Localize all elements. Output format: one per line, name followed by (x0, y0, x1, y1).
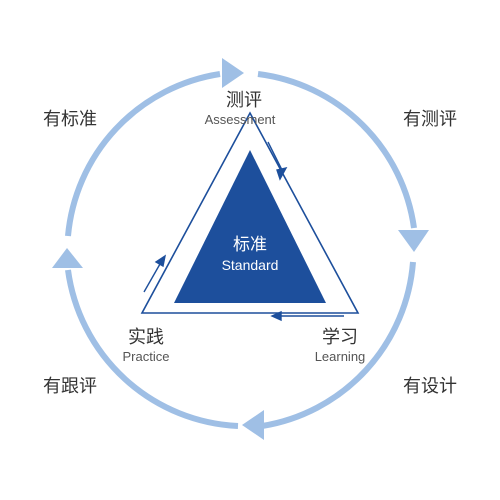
practice-label-en: Practice (123, 349, 170, 364)
cycle-arc-bottom-right (261, 261, 416, 429)
learning-label-cn: 学习 (322, 327, 358, 348)
cycle-label-top-left: 有标准 (43, 109, 97, 130)
arrow-right-icon (222, 58, 244, 88)
flow-arrow-up-right-icon (154, 254, 167, 268)
cycle-arrowheads (52, 58, 429, 440)
cycle-label-bottom-right: 有设计 (403, 376, 457, 397)
arrow-down-icon (398, 230, 429, 252)
center-label-en: Standard (222, 257, 279, 273)
practice-label-cn: 实践 (128, 327, 164, 348)
arrow-up-icon (52, 248, 83, 268)
cycle-arc-bottom-left (65, 269, 239, 429)
assessment-label-en: Assessment (205, 112, 276, 127)
flow-arrow-left-icon (270, 310, 282, 322)
cycle-arc-top-left (65, 71, 221, 237)
flow-arrow-down-right-icon (276, 166, 288, 181)
center-triangle (174, 150, 326, 303)
outer-cycle (65, 71, 417, 429)
cycle-label-top-right: 有测评 (403, 109, 457, 130)
assessment-label-cn: 测评 (226, 90, 262, 111)
flow-arrows (143, 141, 344, 322)
center-label-cn: 标准 (233, 235, 267, 255)
learning-label-en: Learning (315, 349, 366, 364)
cycle-label-bottom-left: 有跟评 (43, 376, 97, 397)
cycle-arc-top-right (257, 71, 417, 229)
arrow-left-icon (242, 410, 264, 440)
triangle-frame (140, 111, 360, 314)
